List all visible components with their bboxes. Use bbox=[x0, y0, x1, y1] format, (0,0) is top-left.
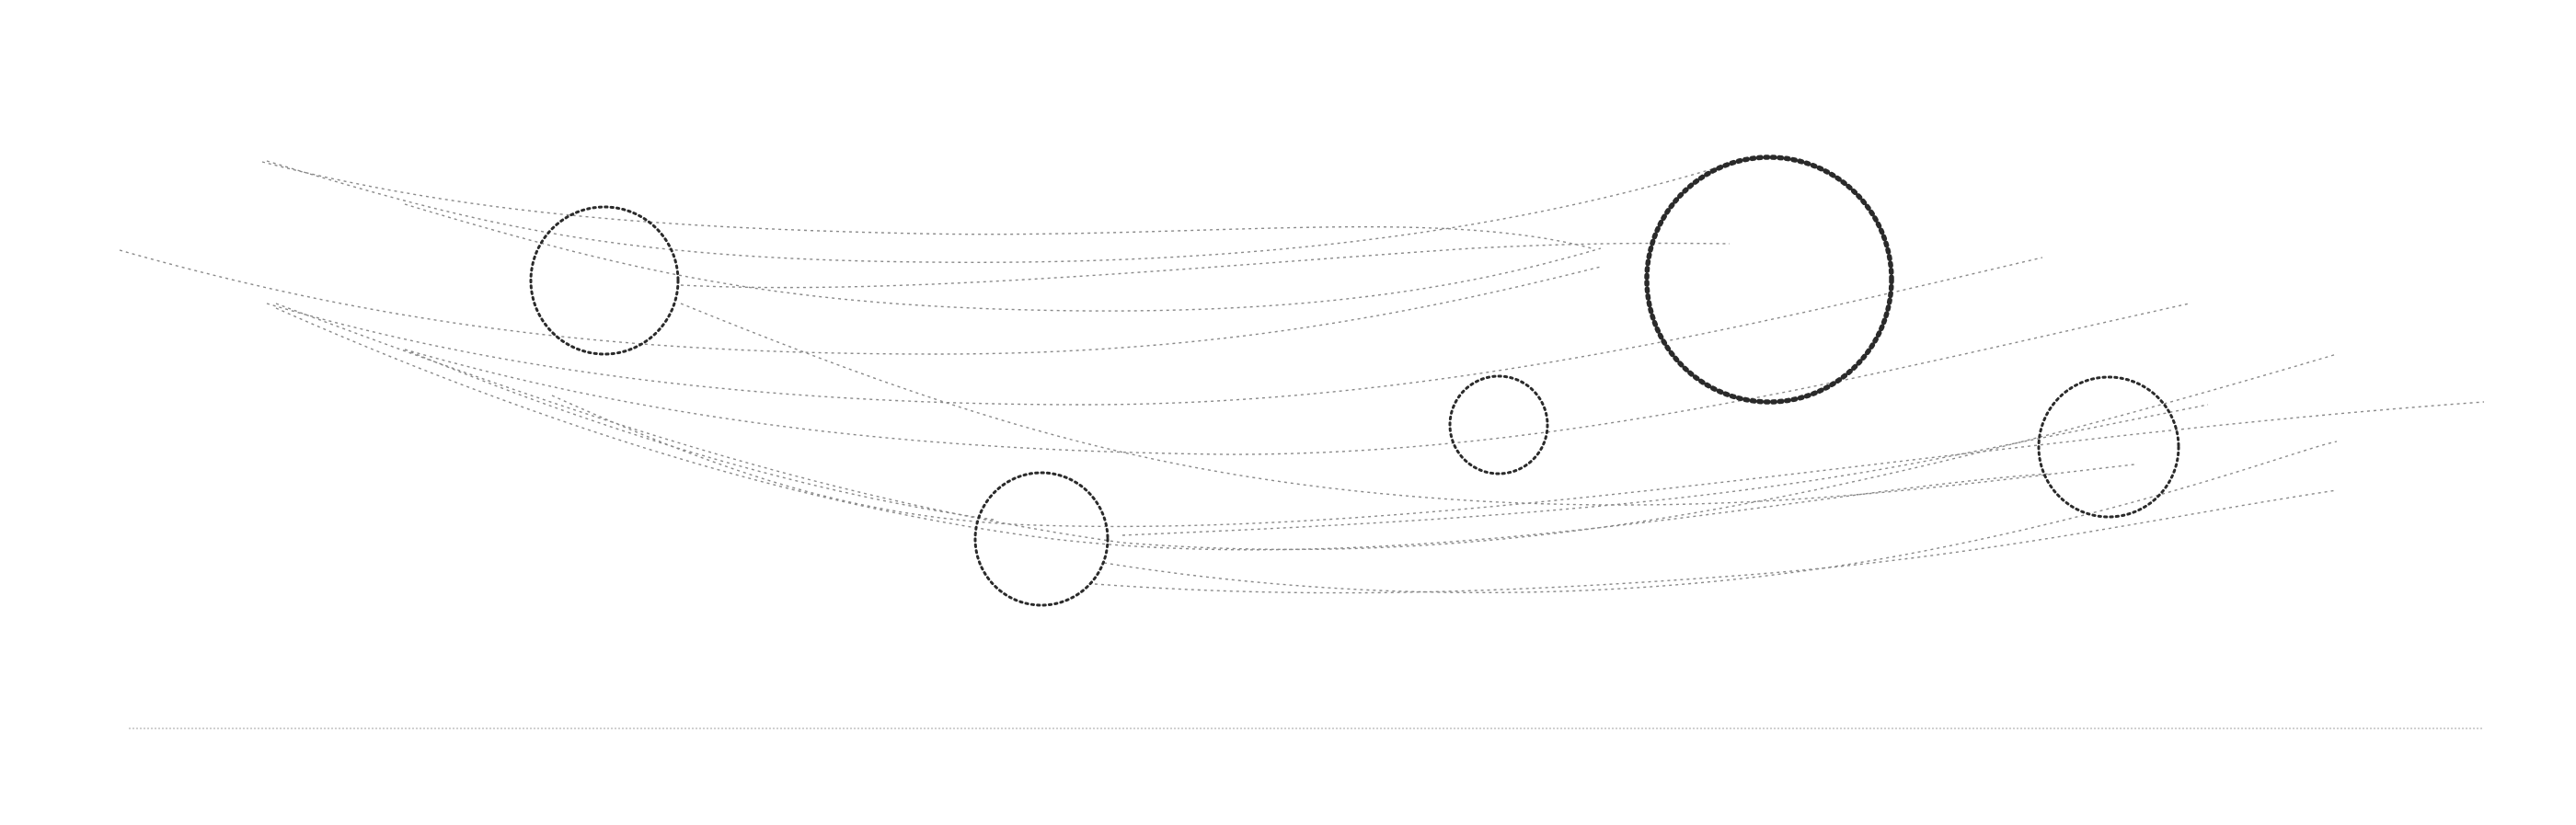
node-center bbox=[1448, 374, 1549, 476]
connector-curve bbox=[266, 257, 2043, 406]
connector-curve bbox=[404, 303, 2191, 455]
connector-curve bbox=[404, 349, 995, 521]
connector-curve bbox=[1094, 489, 2338, 594]
connector-curve bbox=[1103, 441, 2338, 594]
connector-curve bbox=[275, 307, 2053, 551]
connector-curve bbox=[275, 303, 2338, 551]
connector-curve bbox=[404, 203, 1602, 312]
node-left bbox=[529, 205, 680, 356]
connector-curve bbox=[261, 161, 1593, 249]
node-large bbox=[1644, 155, 1894, 405]
connector-curve bbox=[1121, 404, 2209, 536]
connector-curves bbox=[119, 160, 2485, 594]
connector-curve bbox=[266, 160, 1740, 263]
connector-curve bbox=[680, 303, 2135, 506]
connector-curve bbox=[119, 249, 1602, 355]
diagram-nodes bbox=[529, 155, 2180, 607]
connector-curve bbox=[551, 395, 2485, 528]
node-right bbox=[2037, 375, 2180, 519]
connector-curve bbox=[680, 242, 1731, 289]
node-lower-left bbox=[973, 471, 1110, 607]
